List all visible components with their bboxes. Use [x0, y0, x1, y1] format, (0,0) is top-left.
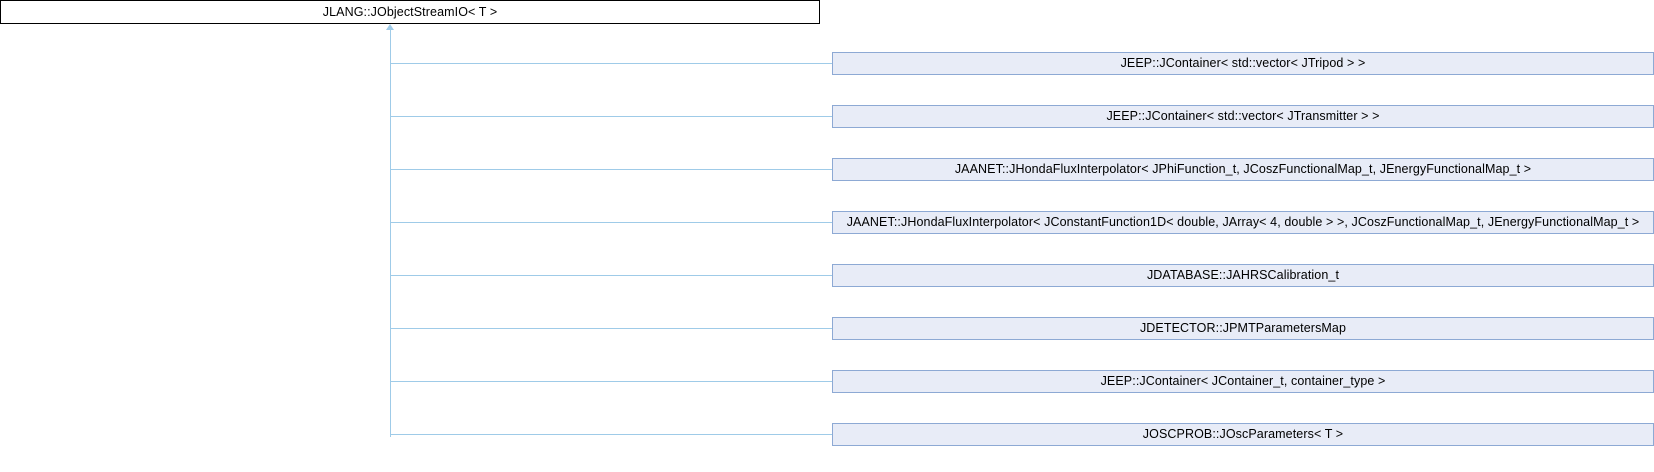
class-node-jaanet-jhondafluxinterpolator-jconstantfunction1d[interactable]: JAANET::JHondaFluxInterpolator< JConstan…	[832, 211, 1654, 234]
class-node-jeep-jcontainer-container-type[interactable]: JEEP::JContainer< JContainer_t, containe…	[832, 370, 1654, 393]
edge-branch-3	[390, 169, 832, 170]
edge-branch-4	[390, 222, 832, 223]
edge-branch-5	[390, 275, 832, 276]
edge-branch-2	[390, 116, 832, 117]
edge-branch-8	[390, 434, 832, 435]
inheritance-arrow-icon	[386, 24, 394, 30]
class-node-root[interactable]: JLANG::JObjectStreamIO< T >	[0, 0, 820, 24]
edge-branch-6	[390, 328, 832, 329]
edge-trunk-vertical	[390, 30, 391, 437]
class-node-jdatabase-jahrscalibration[interactable]: JDATABASE::JAHRSCalibration_t	[832, 264, 1654, 287]
class-node-jaanet-jhondafluxinterpolator-jphifunction[interactable]: JAANET::JHondaFluxInterpolator< JPhiFunc…	[832, 158, 1654, 181]
class-node-jdetector-jpmtparametersmap[interactable]: JDETECTOR::JPMTParametersMap	[832, 317, 1654, 340]
class-node-joscprob-joscparameters[interactable]: JOSCPROB::JOscParameters< T >	[832, 423, 1654, 446]
class-node-jeep-jcontainer-vector-jtransmitter[interactable]: JEEP::JContainer< std::vector< JTransmit…	[832, 105, 1654, 128]
edge-branch-1	[390, 63, 832, 64]
class-node-jeep-jcontainer-vector-jtripod[interactable]: JEEP::JContainer< std::vector< JTripod >…	[832, 52, 1654, 75]
edge-branch-7	[390, 381, 832, 382]
